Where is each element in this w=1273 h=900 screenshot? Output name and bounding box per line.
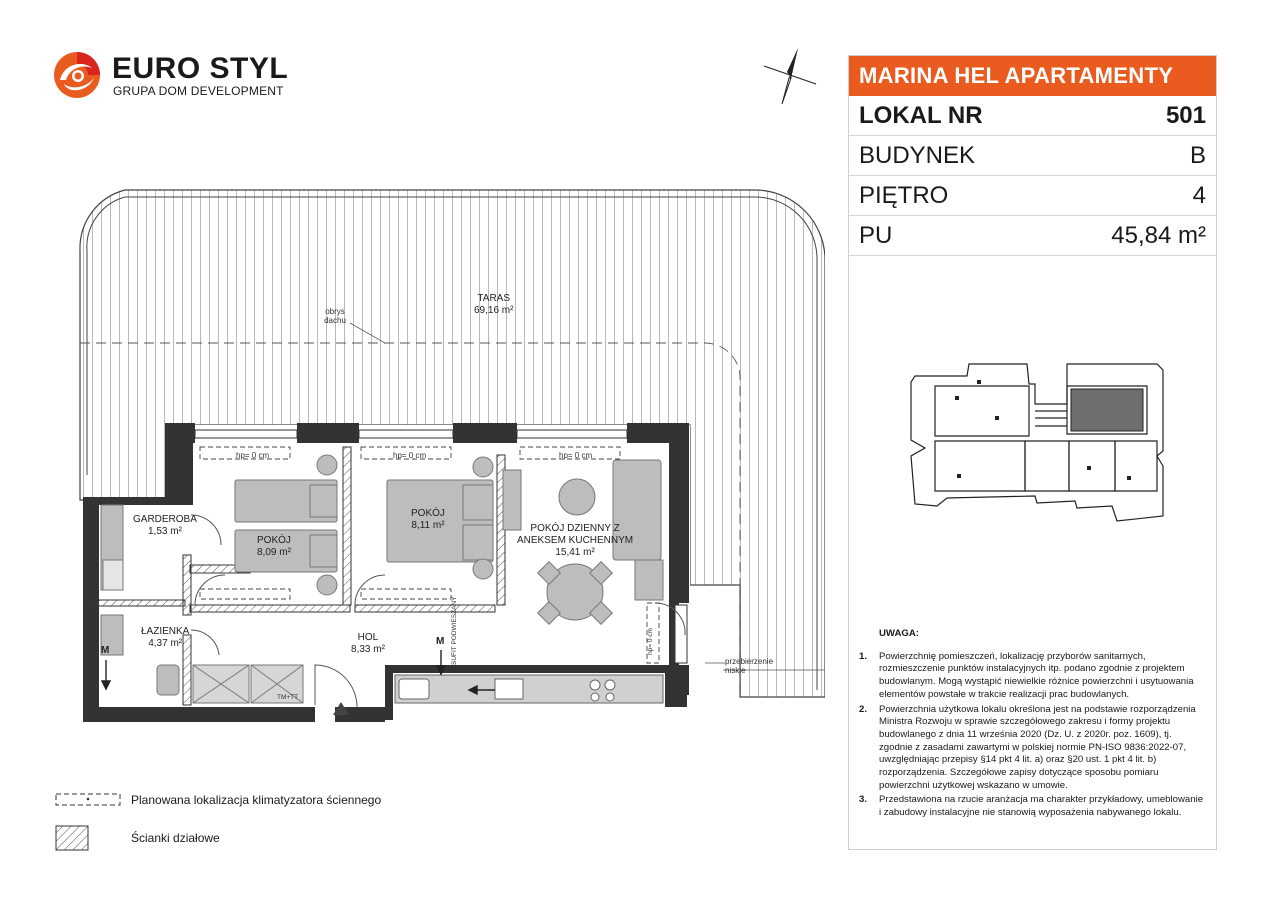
note-text: Powierzchnia użytkowa lokalu określona j… [879, 703, 1196, 791]
note-item: 3. Przedstawiona na rzucie aranżacja ma … [859, 794, 1204, 819]
room-area: 8,09 m² [257, 547, 291, 558]
room-area: 1,53 m² [148, 526, 182, 537]
room-name: POKÓJ [257, 535, 291, 546]
info-row-area: PU 45,84 m² [849, 216, 1216, 256]
legend-text: Ścianki działowe [131, 831, 220, 845]
room-label-taras: TARAS 69,16 m² [474, 293, 513, 317]
tm-tt-label: TM+TT [277, 694, 299, 701]
info-value: 501 [1165, 101, 1206, 129]
note-number: 2. [859, 703, 868, 715]
info-label: BUDYNEK [859, 141, 976, 169]
legend-text: Planowana lokalizacja klimatyzatora ście… [131, 793, 382, 807]
info-row-building: BUDYNEK B [849, 136, 1216, 176]
note-item: 2. Powierzchnia użytkowa lokalu określon… [859, 704, 1204, 793]
meter-label: M [436, 636, 445, 647]
room-label-pokoj-1: POKÓJ 8,09 m² [257, 535, 291, 559]
floor-plan: TARAS 69,16 m² obrys dachu hp= 0 cm hp= … [65, 185, 825, 725]
room-name: POKÓJ DZIENNY Z [530, 523, 620, 534]
room-name: ANEKSEM KUCHENNYM [517, 535, 634, 546]
partition-wall-icon [55, 825, 89, 851]
note-number: 1. [859, 650, 868, 662]
brand-name: EURO STYL [112, 52, 289, 85]
info-label: PIĘTRO [859, 181, 949, 209]
suspended-ceiling-label: SUFIT PODWIESZANY [451, 596, 458, 666]
low-ceiling-text: niskie [725, 666, 746, 675]
entrance-arrow-icon [333, 702, 349, 715]
info-value: B [1189, 141, 1206, 169]
info-row-unit: LOKAL NR 501 [849, 96, 1216, 136]
legend-row-walls: Ścianki działowe [55, 825, 455, 855]
legend-row-ac: Planowana lokalizacja klimatyzatora ście… [55, 790, 455, 820]
room-name: ŁAZIENKA [141, 626, 190, 637]
room-area: 15,41 m² [555, 547, 595, 558]
floor-key-plan [910, 363, 1164, 522]
highlighted-unit [1070, 388, 1144, 432]
low-ceiling-label: przebierzenie niskie [725, 657, 773, 675]
euro-styl-logo-icon [54, 52, 100, 98]
room-label-dzienny: POKÓJ DZIENNY Z ANEKSEM KUCHENNYM 15,41 … [517, 523, 633, 559]
info-label: LOKAL NR [859, 101, 983, 129]
room-label-pokoj-2: POKÓJ 8,11 m² [411, 508, 445, 532]
roof-outline-label: obrys dachu [324, 307, 346, 325]
info-row-floor: PIĘTRO 4 [849, 176, 1216, 216]
notes-title: UWAGA: [879, 628, 919, 639]
floor-plan-drawing [79, 189, 825, 722]
room-label-hol: HOL 8,33 m² [351, 632, 385, 656]
notes-section: UWAGA: 1. Powierzchnię pomieszczeń, loka… [859, 628, 1204, 822]
room-area: 8,11 m² [411, 520, 445, 531]
height-label: hp= 0 cm [647, 628, 654, 655]
height-label: hp= 0 cm [236, 451, 270, 460]
info-label: PU [859, 221, 893, 249]
room-name: POKÓJ [411, 508, 445, 519]
note-item: 1. Powierzchnię pomieszczeń, lokalizację… [859, 651, 1204, 702]
room-name: GARDEROBA [133, 514, 197, 525]
low-ceiling-text: przebierzenie [725, 657, 774, 666]
height-label: hp= 0 cm [559, 451, 593, 460]
room-area: 4,37 m² [148, 638, 183, 649]
ac-unit-icon [55, 793, 121, 806]
room-name: TARAS [477, 293, 511, 304]
info-value: 4 [1192, 181, 1206, 209]
room-area: 8,33 m² [351, 644, 385, 655]
north-compass-icon [763, 48, 817, 105]
brand-subtitle: GRUPA DOM DEVELOPMENT [113, 84, 284, 98]
room-area: 69,16 m² [474, 305, 514, 316]
note-text: Przedstawiona na rzucie aranżacja ma cha… [879, 794, 1204, 819]
info-value: 45,84 m² [1111, 221, 1206, 249]
apartment-info-panel: MARINA HEL APARTAMENTY LOKAL NR 501 BUDY… [848, 55, 1217, 850]
note-number: 3. [859, 794, 868, 806]
room-label-garderoba: GARDEROBA 1,53 m² [133, 514, 197, 538]
brand-logo: EURO STYL GRUPA DOM DEVELOPMENT [52, 50, 292, 102]
height-label: hp= 0 cm [393, 451, 427, 460]
project-title: MARINA HEL APARTAMENTY [849, 56, 1216, 96]
room-label-lazienka: ŁAZIENKA 4,37 m² [141, 626, 189, 650]
room-name: HOL [357, 632, 379, 643]
terrace-deck [79, 189, 825, 698]
meter-label: M [101, 645, 110, 656]
note-text: Powierzchnię pomieszczeń, lokalizację pr… [879, 650, 1194, 700]
